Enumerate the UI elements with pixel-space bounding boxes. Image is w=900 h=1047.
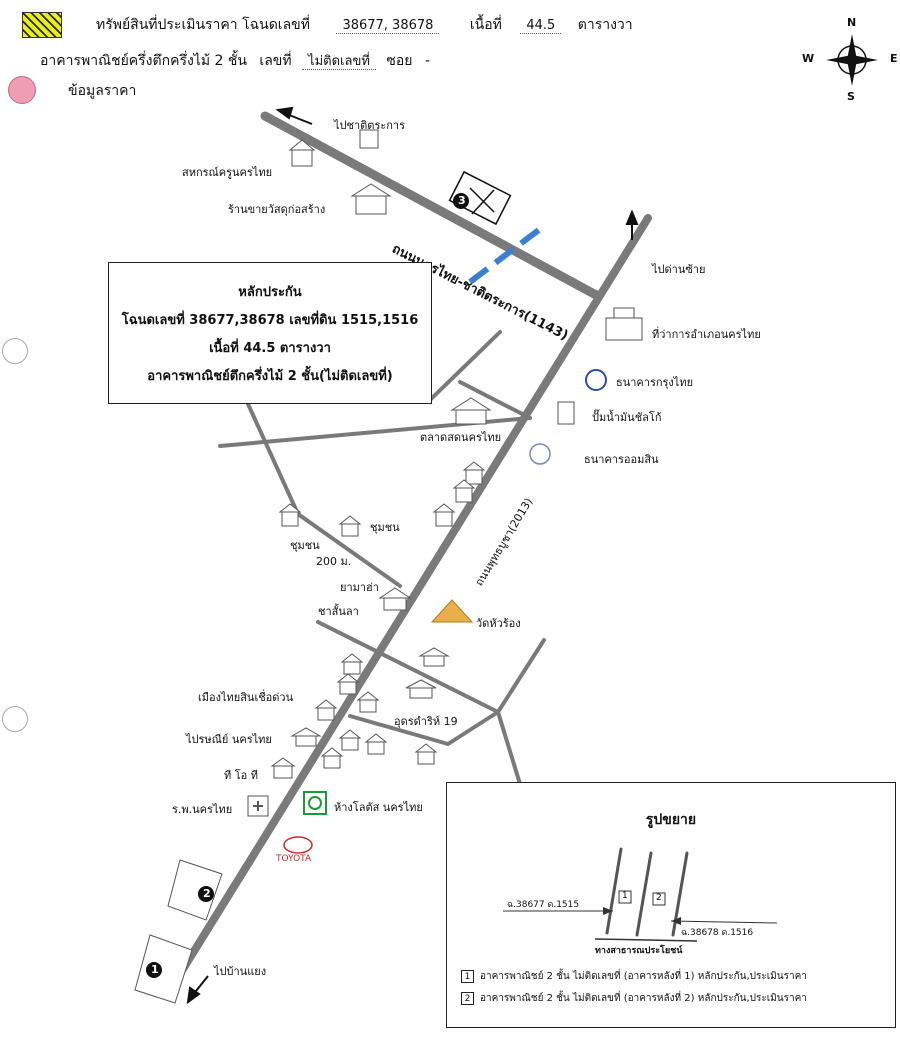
collateral-info-box: หลักประกัน โฉนดเลขที่ 38677,38678 เลขที่… xyxy=(108,262,432,404)
community1-label: ชุมชน xyxy=(370,521,400,534)
collateral-line1: โฉนดเลขที่ 38677,38678 เลขที่ดิน 1515,15… xyxy=(121,312,419,328)
compass-rose-icon xyxy=(826,34,878,86)
collateral-line2: เนื้อที่ 44.5 ตารางวา xyxy=(209,340,331,356)
toyota-logo-icon xyxy=(283,836,313,854)
yamaha-label: ยามาฮ่า xyxy=(340,581,379,594)
detail-legend-row-2: 2 อาคารพาณิชย์ 2 ชั้น ไม่ติดเลขที่ (อาคา… xyxy=(461,991,807,1006)
compass-north: N xyxy=(847,16,857,29)
deed-numbers: 38677, 38678 xyxy=(336,18,440,34)
hospital-label: ร.พ.นครไทย xyxy=(172,803,233,816)
building-icons xyxy=(247,129,643,817)
shophouse-rows xyxy=(134,859,223,1004)
unit2-num: 2 xyxy=(656,893,662,903)
parcel-b-label: ฉ.38678 ด.1516 xyxy=(681,928,754,938)
chasanla-label: ชาสั้นลา xyxy=(318,605,359,618)
detail-inset-box: รูปขยาย 1 2 ฉ.38677 ด.1515 ฉ.38678 ด.151… xyxy=(446,782,896,1028)
distance-label: 200 ม. xyxy=(316,555,352,568)
legend-text-1: อาคารพาณิชย์ 2 ชั้น ไม่ติดเลขที่ (อาคารห… xyxy=(480,971,807,982)
alley-19-label: อุดรดำริห์ 19 xyxy=(394,715,458,728)
tot-label: ที โอ ที xyxy=(224,769,259,782)
to-ban-yaeng-label: ไปบ้านแยง xyxy=(214,965,267,978)
detail-legend-row-1: 1 อาคารพาณิชย์ 2 ชั้น ไม่ติดเลขที่ (อาคา… xyxy=(461,969,807,984)
coop-label: สหกรณ์ครูนครไทย xyxy=(182,166,273,179)
marker-3 xyxy=(453,193,469,209)
temple-icon xyxy=(430,599,474,623)
to-dansai-label: ไปด่านซ้าย xyxy=(652,263,706,276)
bank-logo-icon xyxy=(585,369,607,391)
to-chat-label: ไปชาติตระการ xyxy=(334,119,406,132)
area-label: เนื้อที่ xyxy=(469,17,502,33)
header-line1-label: ทรัพย์สินที่ประเมินราคา โฉนดเลขที่ xyxy=(96,17,310,33)
price-info-label: ข้อมูลราคา xyxy=(68,83,137,99)
soi-label: ซอย xyxy=(386,53,413,69)
marker-1-num: 1 xyxy=(151,963,159,976)
market-label: ตลาดสดนครไทย xyxy=(420,431,502,444)
compass: N S W E xyxy=(796,14,900,106)
compass-south: S xyxy=(847,90,855,103)
unit1-num: 1 xyxy=(622,891,628,901)
hospital-cross-icon xyxy=(253,801,263,811)
soi-value: - xyxy=(424,53,430,69)
area-value: 44.5 xyxy=(520,18,562,34)
detail-title: รูปขยาย xyxy=(645,812,697,828)
marker-3-num: 3 xyxy=(458,194,466,207)
river-line xyxy=(468,223,546,285)
marker-2 xyxy=(198,886,214,902)
legend-num-1: 1 xyxy=(461,970,474,983)
main-road-line xyxy=(260,111,603,301)
compass-east: E xyxy=(890,52,898,65)
public-way-label: ทางสาธารณประโยชน์ xyxy=(595,946,683,956)
gas-station-label: ปั๊มน้ำมันชัลโก้ xyxy=(592,411,662,424)
district-office-label: ที่ว่าการอำเภอนครไทย xyxy=(652,328,761,341)
bangkok-bank-label: ธนาคารกรุงไทย xyxy=(616,376,694,389)
collateral-marker xyxy=(448,170,512,226)
price-info-dot xyxy=(8,76,36,104)
collateral-line3: อาคารพาณิชย์ตึกครึ่งไม้ 2 ชั้น(ไม่ติดเลข… xyxy=(147,368,393,384)
parcel-a-label: ฉ.38677 ด.1515 xyxy=(507,900,580,910)
toyota-label: TOYOTA xyxy=(276,854,312,864)
building-type: อาคารพาณิชย์ครึ่งตึกครึ่งไม้ 2 ชั้น xyxy=(40,53,247,69)
collateral-title: หลักประกัน xyxy=(238,284,302,300)
legend-num-2: 2 xyxy=(461,992,474,1005)
detail-parcel-drawing xyxy=(503,847,778,942)
gsb-logo-icon xyxy=(529,443,551,465)
punch-hole-top xyxy=(2,338,28,364)
muang-thai-label: เมืองไทยสินเชื่อด่วน xyxy=(198,691,294,704)
appraised-property-swatch xyxy=(22,12,62,38)
compass-west: W xyxy=(802,52,815,65)
hardware-label: ร้านขายวัสดุก่อสร้าง xyxy=(228,203,326,216)
post-label: ไปรษณีย์ นครไทย xyxy=(186,733,272,746)
punch-hole-bottom xyxy=(2,706,28,732)
header-line2: อาคารพาณิชย์ครึ่งตึกครึ่งไม้ 2 ชั้น เลขท… xyxy=(40,50,430,72)
gsb-label: ธนาคารออมสิน xyxy=(584,453,659,466)
lotus-label: ห้างโลตัส นครไทย xyxy=(334,801,423,814)
side-road-line xyxy=(166,214,652,994)
area-unit: ตารางวา xyxy=(577,17,633,33)
marker-1 xyxy=(146,962,162,978)
no-label: เลขที่ xyxy=(259,53,292,69)
community2-label: ชุมชน xyxy=(290,539,320,552)
header-line1: ทรัพย์สินที่ประเมินราคา โฉนดเลขที่ 38677… xyxy=(96,14,633,36)
marker-2-num: 2 xyxy=(203,887,211,900)
no-value: ไม่ติดเลขที่ xyxy=(302,54,376,70)
legend-text-2: อาคารพาณิชย์ 2 ชั้น ไม่ติดเลขที่ (อาคารห… xyxy=(480,993,807,1004)
temple-label: วัดหัวร้อง xyxy=(476,617,521,630)
lotus-logo-icon xyxy=(303,791,327,815)
